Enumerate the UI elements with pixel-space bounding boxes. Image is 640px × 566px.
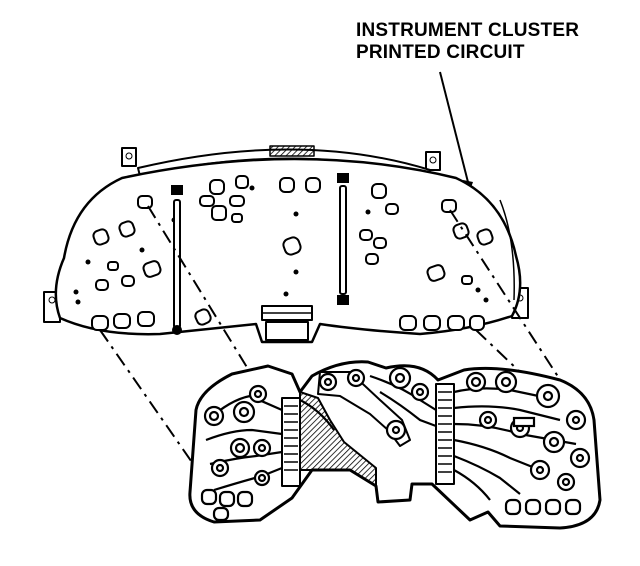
circuit-sockets	[200, 366, 591, 522]
callout-label-line-2: PRINTED CIRCUIT	[356, 42, 525, 63]
housing-gauge-slots	[171, 173, 349, 335]
callout-label-line-1: INSTRUMENT CLUSTER	[356, 20, 580, 41]
housing-socket-holes	[91, 175, 494, 331]
callout-label: INSTRUMENT CLUSTER PRINTED CIRCUIT	[356, 20, 579, 64]
alignment-dashed-lines	[99, 205, 569, 469]
callout-leader-line	[439, 71, 471, 191]
circuit-connector-pins	[284, 391, 452, 473]
